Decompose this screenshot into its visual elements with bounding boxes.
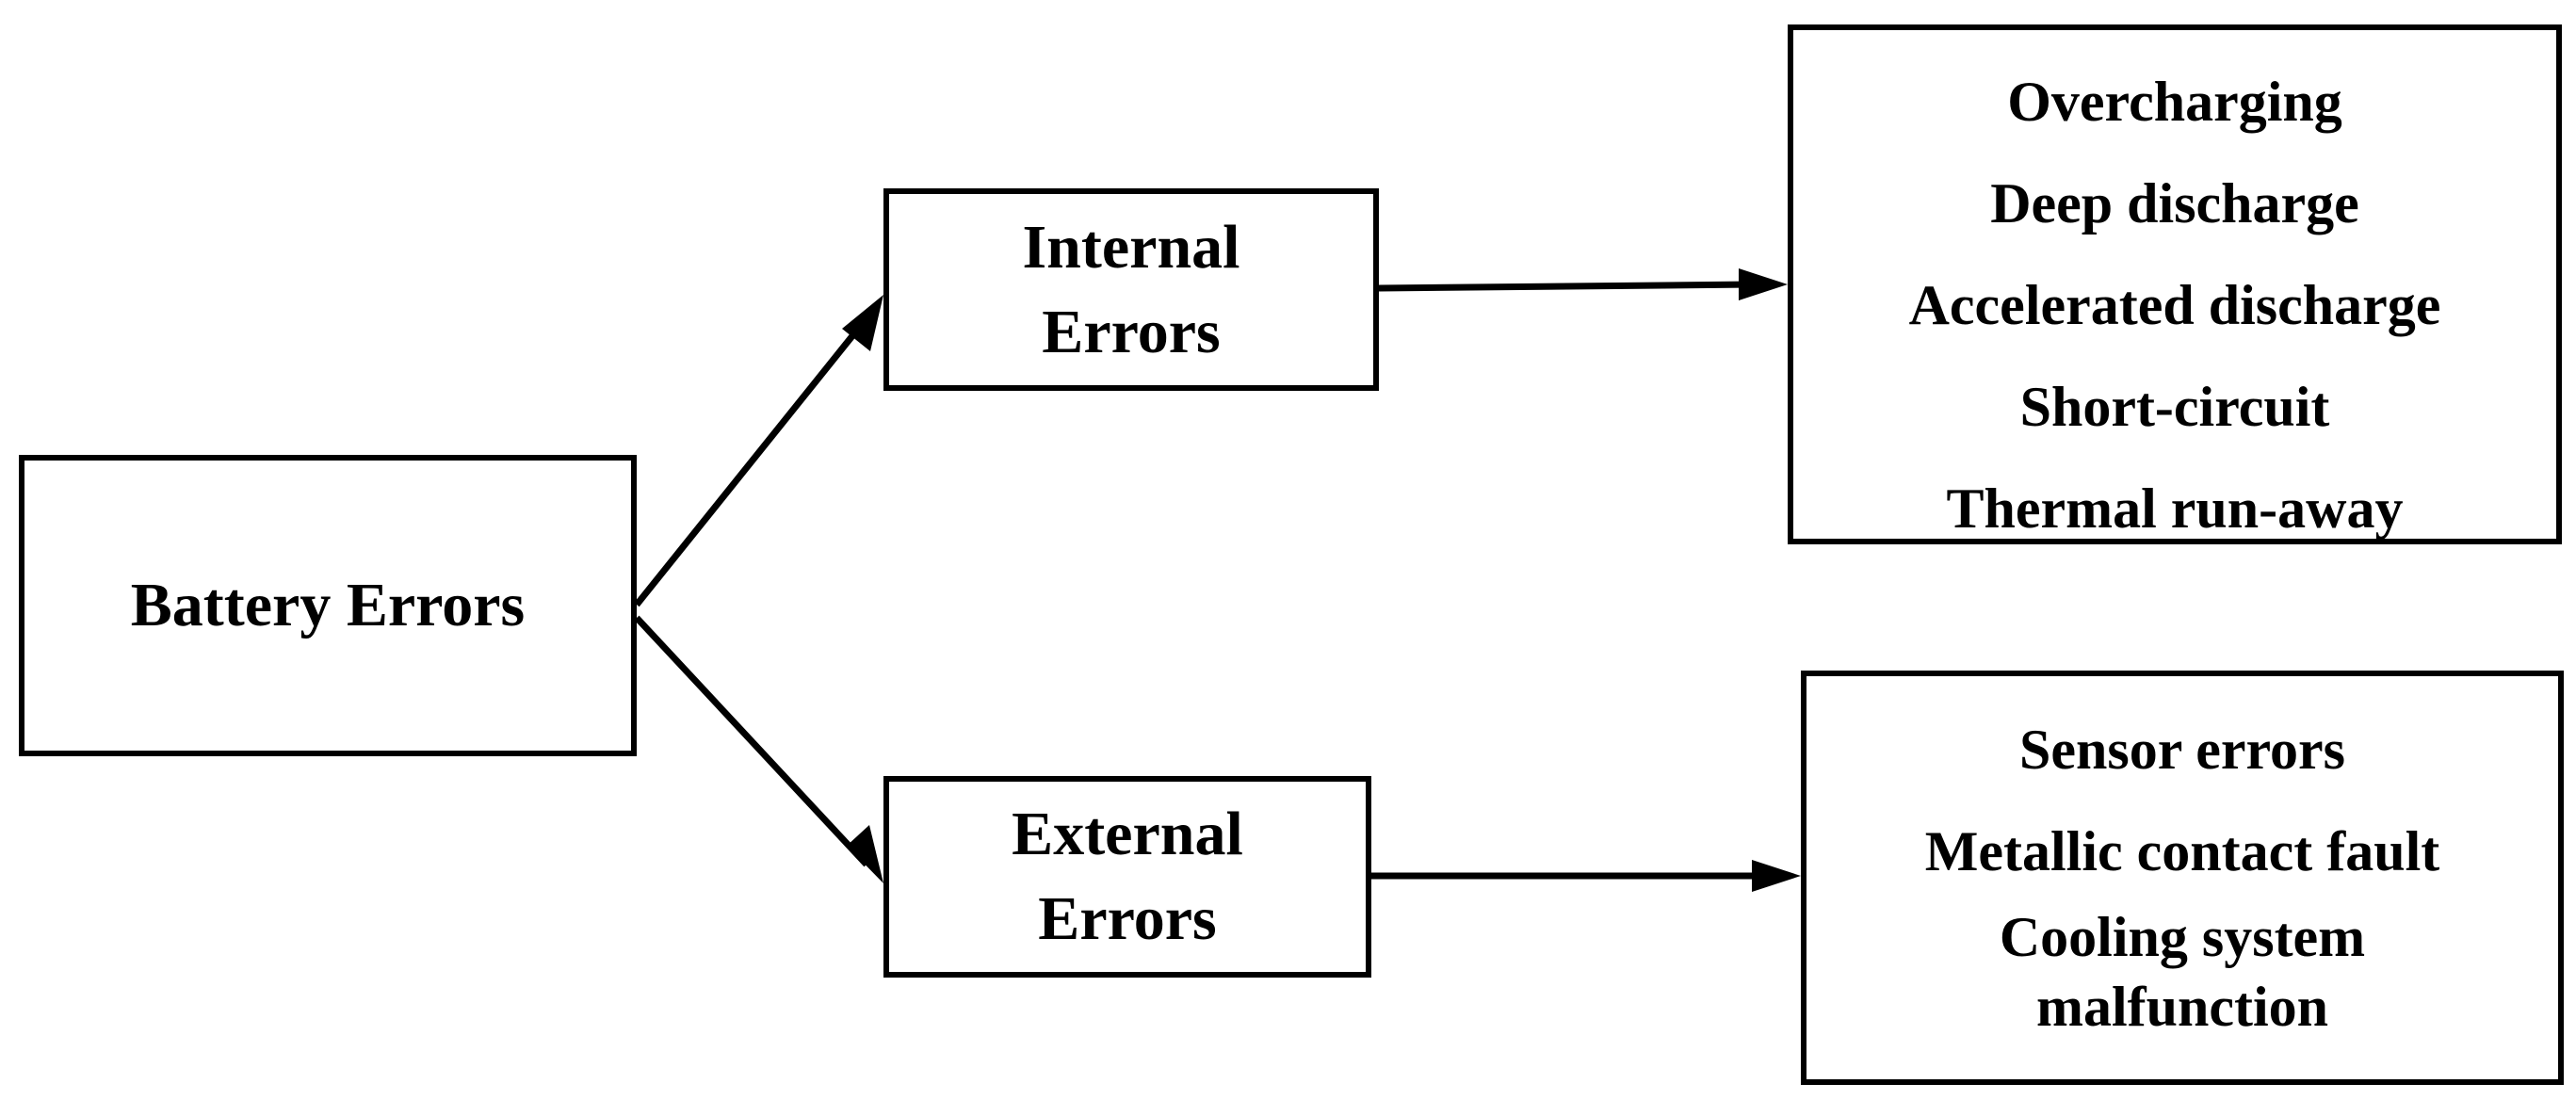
arrow-root-to-internal (634, 315, 869, 607)
battery-errors-node: Battery Errors (19, 455, 637, 756)
list-item-metallic-contact-fault: Metallic contact fault (1924, 820, 2440, 882)
arrowhead-external-list (1752, 860, 1801, 892)
internal-errors-list: Overcharging Deep discharge Accelerated … (1788, 24, 2562, 544)
arrowhead-internal (842, 295, 883, 351)
list-item-thermal-run-away: Thermal run-away (1946, 477, 2404, 540)
arrowhead-internal-list (1739, 268, 1788, 300)
battery-errors-label: Battery Errors (130, 570, 526, 639)
list-item-accelerated-discharge: Accelerated discharge (1908, 274, 2441, 336)
external-errors-label-line1: External (1012, 800, 1243, 868)
internal-errors-label-line1: Internal (1022, 212, 1240, 282)
list-item-cooling-system-malfunction: Cooling system malfunction (1999, 906, 2366, 1038)
list-item-short-circuit: Short-circuit (2019, 376, 2330, 438)
arrowhead-external (847, 825, 883, 883)
list-item-sensor-errors: Sensor errors (2018, 719, 2346, 781)
external-errors-list: Sensor errors Metallic contact fault Coo… (1801, 671, 2564, 1085)
list-item-overcharging: Overcharging (2007, 71, 2342, 133)
list-item-deep-discharge: Deep discharge (1990, 172, 2359, 235)
arrow-internal-to-list (1378, 281, 1753, 292)
external-errors-node: External Errors (883, 776, 1371, 978)
external-errors-label-line2: Errors (1038, 884, 1217, 953)
arrow-root-to-external (634, 615, 869, 867)
internal-errors-node: Internal Errors (883, 188, 1379, 391)
internal-errors-label-line2: Errors (1042, 297, 1221, 366)
